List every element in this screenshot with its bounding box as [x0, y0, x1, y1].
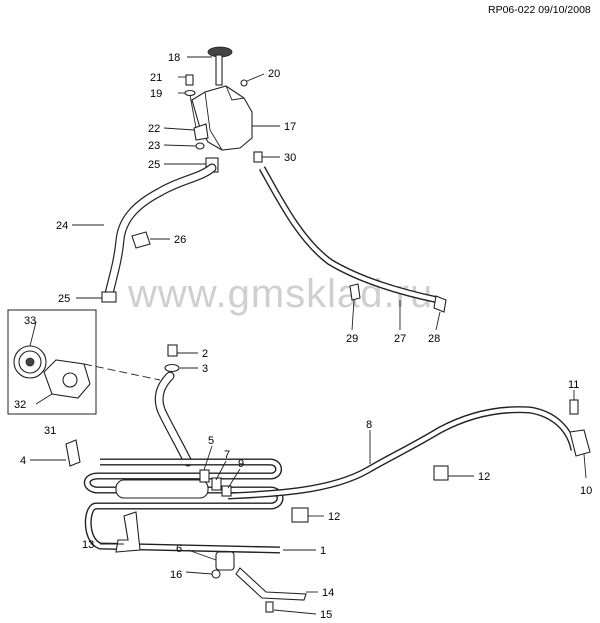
callout-15: 15: [320, 609, 332, 621]
watermark: www.gmsklad.ru: [128, 272, 434, 316]
callout-12a: 12: [478, 471, 490, 483]
callout-12b: 12: [328, 511, 340, 523]
callout-4: 4: [20, 455, 26, 467]
callout-21: 21: [150, 72, 162, 84]
pump-assembly: [7, 309, 161, 415]
callout-14: 14: [322, 587, 334, 599]
callout-1: 1: [320, 545, 326, 557]
callout-8: 8: [366, 419, 372, 431]
callout-32: 32: [14, 399, 26, 411]
callout-5: 5: [208, 435, 214, 447]
callout-labels: 1 2 3 4 5 6 7 8 9 10 11 12 12 13 14 15 1…: [14, 52, 592, 621]
leader-lines: [29, 56, 587, 615]
callout-22: 22: [148, 123, 160, 135]
reference-code: RP06-022 09/10/2008: [488, 4, 591, 16]
callout-19: 19: [150, 88, 162, 100]
callout-11: 11: [568, 379, 579, 391]
callout-16: 16: [170, 569, 182, 581]
callout-24: 24: [56, 220, 68, 232]
callout-29: 29: [346, 333, 358, 345]
callout-28: 28: [428, 333, 440, 345]
callout-2: 2: [202, 348, 208, 360]
callout-27: 27: [394, 333, 406, 345]
reservoir-assembly: [184, 46, 263, 173]
callout-25a: 25: [148, 159, 160, 171]
callout-10: 10: [580, 485, 592, 497]
callout-3: 3: [202, 363, 208, 375]
callout-25b: 25: [58, 293, 70, 305]
callout-13: 13: [82, 539, 94, 551]
callout-26: 26: [174, 234, 186, 246]
callout-9: 9: [238, 458, 244, 470]
callout-17: 17: [284, 121, 296, 133]
callout-7: 7: [224, 449, 230, 461]
callout-31: 31: [44, 425, 56, 437]
callout-6: 6: [176, 543, 182, 555]
callout-33: 33: [24, 315, 36, 327]
callout-30: 30: [284, 152, 296, 164]
callout-20: 20: [268, 68, 280, 80]
callout-18: 18: [168, 52, 180, 64]
callout-23: 23: [148, 140, 160, 152]
